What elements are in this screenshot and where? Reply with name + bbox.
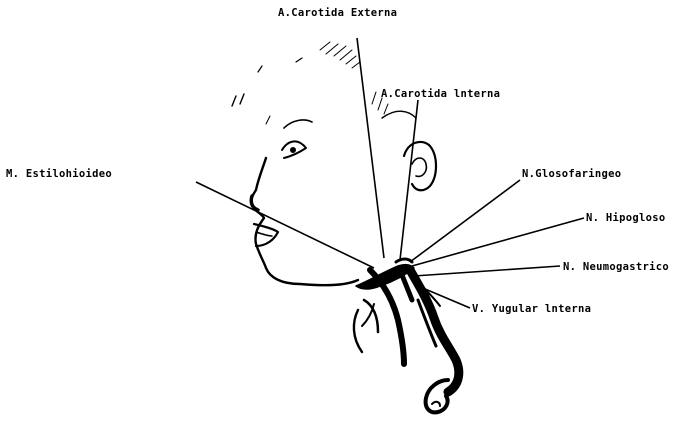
leader-neumogastrico — [414, 266, 560, 276]
label-carotida-interna: A.Carotida lnterna — [381, 88, 500, 100]
leader-glosofaringeo — [410, 180, 520, 262]
label-glosofaringeo: N.Glosofaringeo — [522, 168, 621, 180]
label-estilohioideo: M. Estilohioideo — [6, 168, 112, 180]
nose — [251, 196, 258, 210]
leader-carotida-externa — [357, 38, 384, 258]
leader-carotida-interna — [400, 100, 418, 260]
face-profile — [251, 158, 358, 285]
label-hipogloso: N. Hipogloso — [586, 212, 665, 224]
label-carotida-externa: A.Carotida Externa — [278, 7, 397, 19]
neck-front — [354, 310, 362, 352]
label-yugular-interna: V. Yugular lnterna — [472, 303, 591, 315]
label-neumogastrico: N. Neumogastrico — [563, 261, 669, 273]
leader-estilohioideo — [196, 182, 374, 268]
jugular-vein — [410, 270, 459, 392]
hair-hatching — [266, 42, 388, 124]
vein-loop — [426, 380, 448, 412]
